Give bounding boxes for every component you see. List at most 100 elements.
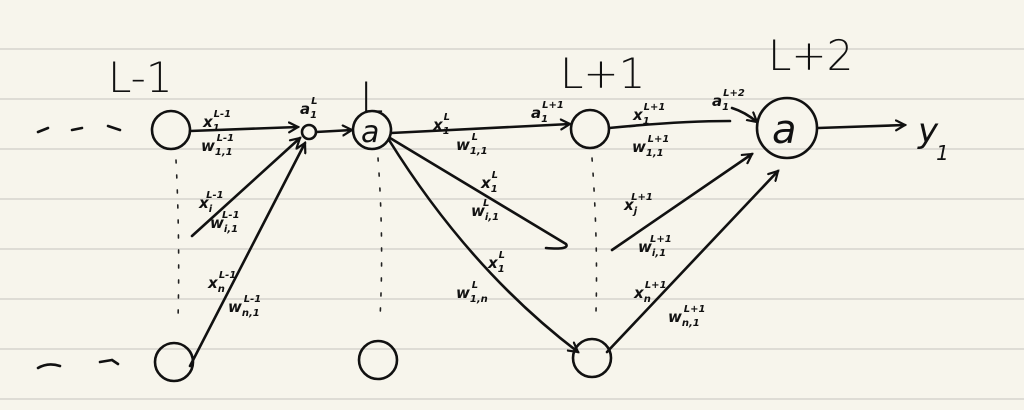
edge-a1-arrow [730, 106, 757, 122]
label-superscript: L+1 [650, 234, 672, 245]
label-base: x [623, 196, 635, 214]
label-base: a [712, 92, 722, 110]
label-subscript: i [209, 204, 213, 215]
label-superscript: L [499, 250, 505, 261]
edge-label-wi1-Lp1: wi,1 L+1 [638, 234, 672, 259]
label-superscript: L-1 [222, 210, 239, 221]
label-subscript: 1 [722, 102, 729, 113]
edge-label-a1-Lp2: a1L+2 [712, 88, 745, 113]
edge-label-wi1-Lm1: wi,1 L-1 [210, 210, 240, 235]
label-subscript: 1 [443, 126, 450, 137]
label-superscript: L-1 [214, 109, 231, 120]
label-base: x [632, 106, 644, 124]
output-base: y [917, 111, 939, 151]
label-superscript: L+1 [644, 102, 666, 113]
edge-xn-to-junction [188, 143, 305, 368]
label-superscript: L-1 [219, 270, 236, 281]
label-subscript: 1,1 [215, 147, 233, 158]
label-superscript: L+1 [542, 100, 564, 111]
label-subscript: 1 [491, 184, 498, 195]
label-base: w [210, 214, 224, 232]
edge-label-x1-L-c: x1 L [487, 250, 505, 275]
label-base: w [632, 138, 646, 156]
label-superscript: L+1 [684, 304, 706, 315]
label-superscript: L [492, 170, 498, 181]
node-l-bottom [357, 339, 399, 381]
label-superscript: L [472, 280, 478, 291]
node-l-minus-1-top [150, 109, 192, 151]
dotted-line-l [377, 157, 383, 319]
node-sum-junction [300, 123, 318, 141]
edge-label-x1-Lp1: x1 L+1 [632, 102, 665, 127]
edge-label-x1-L-b: x1 L [480, 170, 498, 195]
label-superscript: L+1 [648, 134, 670, 145]
edge-label-xj-Lp1: xjL+1 [623, 192, 653, 217]
label-superscript: L+1 [645, 280, 667, 291]
edge-label-w1n-L: w1,nL [456, 280, 488, 305]
label-base: w [456, 136, 470, 154]
label-subscript: 1,1 [470, 146, 488, 157]
edge-label-wi1-L: wi,1L [471, 198, 499, 223]
edge-label-a1-L: a1L [300, 96, 317, 121]
edge-junction-to-l [314, 130, 352, 132]
label-subscript: 1 [498, 264, 505, 275]
label-base: x [487, 254, 499, 272]
label-base: x [207, 274, 219, 292]
label-base: w [228, 298, 242, 316]
label-superscript: L [472, 132, 478, 143]
label-subscript: n,1 [682, 318, 700, 329]
label-subscript: i,1 [224, 224, 238, 235]
label-subscript: 1,1 [646, 148, 664, 159]
label-superscript: L [444, 112, 450, 123]
label-base: a [531, 104, 541, 122]
label-base: w [201, 137, 215, 155]
label-base: x [480, 174, 492, 192]
label-subscript: n [644, 294, 651, 305]
node-l-plus-1-top [569, 108, 611, 150]
label-base: x [202, 113, 214, 131]
edge-xi-to-junction [190, 138, 300, 238]
label-base: w [668, 308, 682, 326]
label-base: w [638, 238, 652, 256]
node-l-plus-1-bottom [571, 337, 613, 379]
ellipsis-bottom [36, 358, 120, 370]
label-subscript: n,1 [242, 308, 260, 319]
edge-l-plus-1-bottom-to-l-plus-2 [605, 171, 778, 354]
layer-label-l-minus-1: L-1 [108, 53, 173, 102]
label-superscript: L-1 [206, 190, 223, 201]
edge-label-a1-Lp1: a1L+1 [531, 100, 564, 125]
edge-l-to-l-plus-1-top [389, 124, 570, 135]
edge-label-xn-Lp1: xnL+1 [633, 280, 667, 305]
edge-l-to-l-plus-1-bottom [387, 138, 578, 352]
label-subscript: 1 [213, 123, 220, 134]
edge-l-plus-1-middle-to-l-plus-2 [610, 152, 752, 252]
dotted-line-l-plus-1 [591, 157, 598, 313]
edge-label-xi-Lm1: xi L-1 [198, 190, 224, 215]
edge-l-to-l-plus-1-middle [388, 136, 568, 250]
node-l-minus-1-bottom [153, 341, 195, 383]
label-superscript: L-1 [244, 294, 261, 305]
label-superscript: L [483, 198, 489, 209]
layer-label-l: L [360, 73, 383, 122]
edge-labels: x1L-1w1,1L-1xiL-1wi,1L-1xnL-1wn,1L-1a1Lx… [198, 88, 745, 329]
node-l-glyph: a [361, 115, 379, 150]
edge-label-w11-L-a: w1,1 L [456, 132, 488, 157]
label-base: w [456, 284, 470, 302]
node-l-plus-2-glyph: a [772, 107, 797, 153]
label-base: x [432, 116, 444, 134]
label-base: x [198, 194, 210, 212]
label-superscript: L-1 [217, 133, 234, 144]
edge-label-wn1-Lp1: wn,1 L+1 [668, 304, 705, 329]
edge-label-w11-Lm1: w1,1 L-1 [201, 133, 234, 158]
edge-label-xn-Lm1: xn L-1 [207, 270, 236, 295]
layer-label-l-plus-2: L+2 [768, 31, 853, 80]
label-base: w [471, 202, 485, 220]
label-subscript: i,1 [652, 248, 666, 259]
edge-label-w11-Lp1: w1,1 L+1 [632, 134, 669, 159]
label-subscript: n [218, 284, 225, 295]
label-subscript: 1 [643, 116, 650, 127]
label-superscript: L+1 [631, 192, 653, 203]
edge-x1-to-junction [188, 127, 298, 131]
